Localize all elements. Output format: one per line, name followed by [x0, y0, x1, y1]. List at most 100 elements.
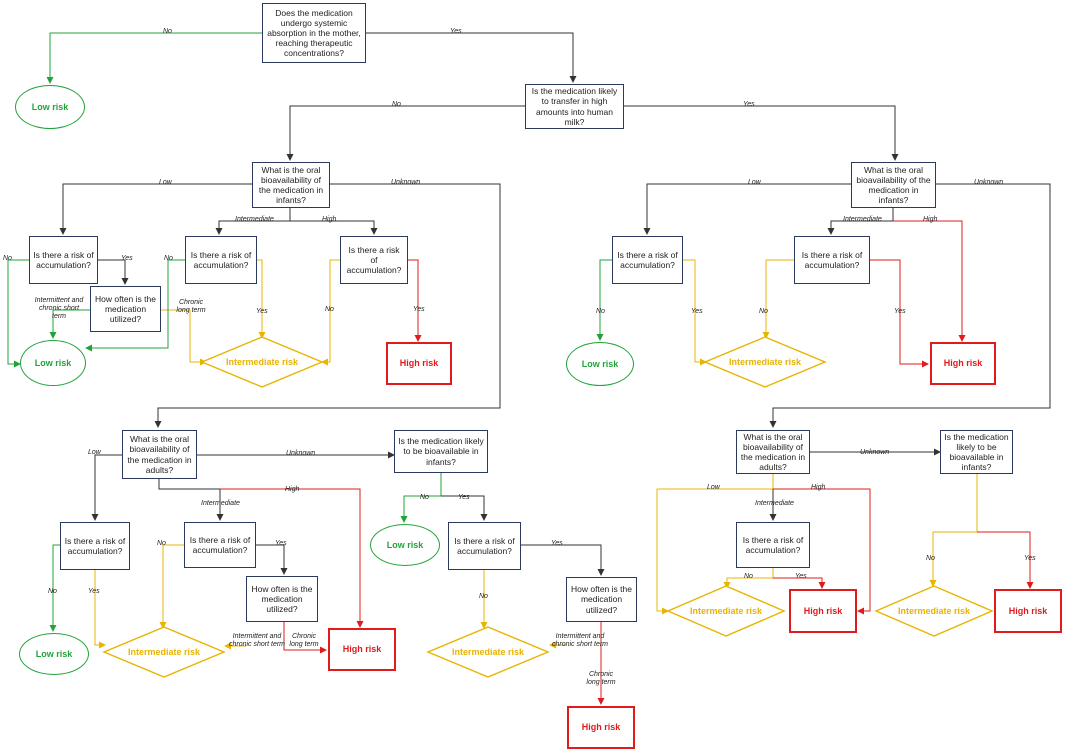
edge-acc4-yes [683, 259, 707, 366]
edge-label-intermediate: Intermediate [755, 500, 794, 507]
q-accumulation-3: Is there a risk of accumulation? [340, 236, 408, 284]
edge-label-yes: Yes [743, 101, 755, 108]
edge-acc6-yes [94, 570, 106, 649]
edge-label-yes: Yes [551, 540, 563, 547]
q-accumulation-5: Is there a risk of accumulation? [794, 236, 870, 284]
edge-lab-low [91, 454, 122, 521]
edge-label-high: High [811, 484, 826, 491]
outcome-intermediate-risk: Intermediate risk [897, 605, 971, 616]
edge-label-no: No [48, 588, 57, 595]
outcome-high-risk: High risk [567, 706, 635, 749]
outcome-high-risk: High risk [789, 589, 857, 633]
edge-label-intermediate: Intermediate [235, 216, 274, 223]
edge-lbi-yes [441, 495, 488, 521]
edge-rab-high [773, 488, 871, 615]
q-adult-bio-right: What is the oral bioavailability of the … [736, 430, 810, 474]
edge-transfer-no [286, 105, 525, 161]
outcome-intermediate-risk: Intermediate risk [127, 646, 201, 657]
edge-label-yes: Yes [1024, 555, 1036, 562]
intermediate-diamond-5 [666, 585, 786, 637]
edge-acc5-no [762, 259, 794, 339]
outcome-low-risk: Low risk [566, 342, 634, 386]
q-systemic-absorption: Does the medication undergo systemic abs… [262, 3, 366, 63]
intermediate-diamond-4 [426, 626, 550, 678]
edge-lib-unknown [154, 183, 501, 428]
q-accumulation-2: Is there a risk of accumulation? [185, 236, 257, 284]
edge-label-low: Low [748, 179, 761, 186]
edge-acc3-no [321, 259, 340, 366]
edge-label-no: No [392, 101, 401, 108]
edge-often1-chronic [161, 309, 207, 366]
edge-label-intermediate: Intermediate [201, 500, 240, 507]
edge-rbi-yes [977, 531, 1034, 589]
q-transfer-milk: Is the medication likely to transfer in … [525, 84, 624, 129]
edge-rab-low [656, 474, 774, 615]
edge-label-no: No [420, 494, 429, 501]
q-accumulation-6: Is there a risk of accumulation? [60, 522, 130, 570]
edge-label-intermediate: Intermediate [843, 216, 882, 223]
edge-label-unknown: Unknown [974, 179, 1004, 186]
edge-label-no: No [325, 306, 334, 313]
outcome-intermediate-risk: Intermediate risk [225, 356, 299, 367]
edge-label-unknown: Unknown [391, 179, 421, 186]
edge-acc4-no [596, 259, 612, 341]
edge-systemic-no [46, 32, 262, 84]
edge-label-chronic-long: Chronic long term [289, 633, 319, 649]
q-infant-bio-left: What is the oral bioavailability of the … [252, 162, 330, 208]
edge-acc2-no [85, 259, 185, 352]
edge-acc8-yes [521, 544, 605, 576]
q-accumulation-9: Is there a risk of accumulation? [736, 522, 810, 568]
edge-acc7-no [159, 544, 184, 629]
edge-label-low: Low [88, 449, 101, 456]
edge-label-high: High [322, 216, 337, 223]
edge-rib-mid [827, 208, 894, 235]
edge-label-yes: Yes [894, 308, 906, 315]
edge-label-yes: Yes [275, 540, 287, 547]
edge-label-unknown: Unknown [286, 450, 316, 457]
outcome-high-risk: High risk [930, 342, 996, 385]
q-likely-bio-infants-right: Is the medication likely to be bioavaila… [940, 430, 1013, 474]
outcome-high-risk: High risk [386, 342, 452, 385]
q-adult-bio-left: What is the oral bioavailability of the … [122, 430, 197, 479]
edge-label-yes: Yes [458, 494, 470, 501]
edge-label-no: No [157, 540, 166, 547]
outcome-intermediate-risk: Intermediate risk [689, 605, 763, 616]
edge-label-yes: Yes [88, 588, 100, 595]
edge-label-no: No [163, 28, 172, 35]
outcome-low-risk: Low risk [15, 85, 85, 129]
outcome-intermediate-risk: Intermediate risk [451, 646, 525, 657]
edge-label-intermittent: Intermittent and chronic short term [34, 297, 84, 321]
intermediate-diamond-2 [703, 336, 827, 388]
edge-label-no: No [744, 573, 753, 580]
edge-label-yes: Yes [413, 306, 425, 313]
edge-lab-mid [158, 479, 224, 521]
edge-acc1-no [7, 259, 29, 368]
edge-acc7-yes [256, 544, 288, 575]
outcome-low-risk: Low risk [19, 633, 89, 675]
q-infant-bio-right: What is the oral bioavailability of the … [851, 162, 936, 208]
edge-acc5-yes [870, 259, 929, 368]
edge-label-high: High [923, 216, 938, 223]
edge-label-no: No [759, 308, 768, 315]
edge-rbi-no [929, 474, 978, 587]
edge-acc3-yes [408, 259, 422, 342]
edge-label-chronic-long: Chronic long term [176, 299, 206, 315]
edge-acc1-yes [98, 259, 129, 285]
edge-label-high: High [285, 486, 300, 493]
edge-label-no: No [164, 255, 173, 262]
q-accumulation-7: Is there a risk of accumulation? [184, 522, 256, 568]
intermediate-diamond-6 [874, 585, 994, 637]
edge-often1-int [49, 309, 90, 339]
edge-label-yes: Yes [450, 28, 462, 35]
edge-lab-high [220, 488, 364, 628]
edge-lib-low [59, 183, 252, 235]
edge-acc2-yes [257, 259, 266, 339]
edge-label-no: No [596, 308, 605, 315]
edge-rib-high [893, 220, 966, 342]
outcome-low-risk: Low risk [370, 524, 440, 566]
edge-label-no: No [926, 555, 935, 562]
edge-label-intermittent: Intermittent and chronic short term [551, 633, 609, 649]
q-accumulation-8: Is there a risk of accumulation? [448, 522, 521, 570]
